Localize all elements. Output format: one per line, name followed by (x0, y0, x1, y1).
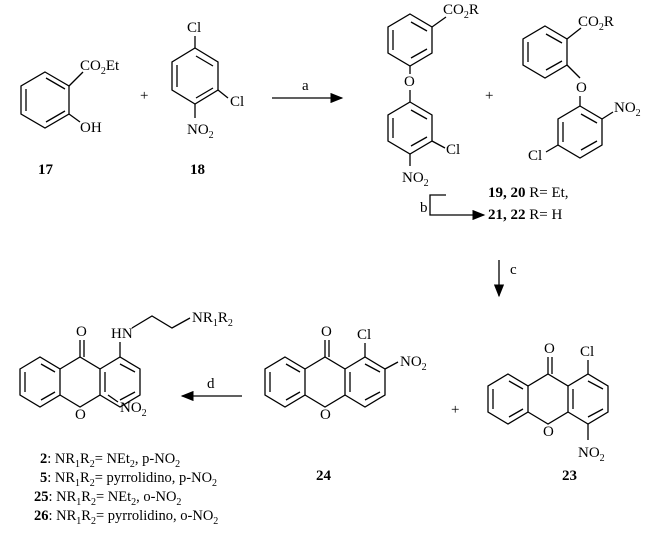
compound-number-18: 18 (190, 162, 205, 178)
product-aminoxanthone: O O HN NR1R2 NO2 (19, 310, 233, 423)
compound-24: O O Cl NO2 24 (264, 324, 427, 484)
ester-label-para: CO2R (443, 2, 479, 21)
compound-number-24: 24 (316, 468, 332, 484)
ring-oxygen-24: O (320, 407, 331, 423)
ether-ortho-nitro: CO2R O NO2 Cl (522, 14, 641, 164)
legend-line-25: 25: NR1R2= NEt2, o-NO2 (34, 489, 181, 508)
chloro-label-ortho: Cl (528, 148, 542, 164)
nitro-label-ortho: NO2 (614, 100, 641, 119)
compound-18: Cl Cl NO2 18 (171, 20, 244, 178)
chloro-label-top: Cl (187, 20, 201, 36)
compound-23: O O Cl NO2 23 (487, 341, 609, 484)
nitro-label-24: NO2 (400, 354, 427, 373)
carbonyl-oxygen-24: O (321, 324, 332, 340)
compound-number-23: 23 (562, 468, 577, 484)
legend-line-2: 2: NR1R2= NEt2, p-NO2 (40, 451, 180, 470)
nitro-label-18: NO2 (187, 122, 214, 141)
ether-oxygen-ortho: O (576, 80, 587, 96)
compound-17: CO2Et OH 17 (20, 58, 120, 178)
plus-sign-1: + (140, 88, 148, 104)
ester-label-ortho: CO2R (578, 14, 614, 33)
ring-oxygen-product: O (75, 407, 86, 423)
compound-number-17: 17 (38, 162, 54, 178)
nitro-label-product: NO2 (120, 400, 147, 419)
label-21-22: 21, 22 R= H (488, 207, 562, 223)
ring-oxygen-23: O (543, 424, 554, 440)
plus-sign-3: + (451, 402, 459, 418)
chloro-label-23: Cl (580, 344, 594, 360)
step-label-a: a (302, 78, 309, 94)
carbonyl-oxygen-product: O (76, 324, 87, 340)
chloro-label-24: Cl (357, 327, 371, 343)
carbonyl-oxygen-23: O (544, 341, 555, 357)
ether-oxygen-para: O (404, 74, 415, 90)
chloro-label-para: Cl (446, 142, 460, 158)
amine-label: NR1R2 (192, 310, 233, 329)
legend-line-5: 5: NR1R2= pyrrolidino, p-NO2 (40, 470, 217, 489)
step-label-d: d (207, 376, 215, 392)
hn-label: HN (111, 326, 133, 342)
hydroxyl-label: OH (80, 120, 102, 136)
label-19-20: 19, 20 R= Et, (488, 185, 569, 201)
legend-line-26: 26: NR1R2= pyrrolidino, o-NO2 (34, 508, 218, 527)
step-label-b: b (420, 200, 428, 216)
ester-label-17: CO2Et (80, 58, 120, 77)
step-label-c: c (510, 262, 517, 278)
reaction-arrow-b (429, 194, 486, 221)
ether-para-nitro: CO2R O Cl NO2 (387, 2, 479, 189)
product-legend: 2: NR1R2= NEt2, p-NO2 5: NR1R2= pyrrolid… (34, 451, 218, 527)
nitro-label-para: NO2 (402, 170, 429, 189)
chloro-label-right: Cl (230, 94, 244, 110)
plus-sign-2: + (485, 88, 493, 104)
nitro-label-23: NO2 (578, 445, 605, 464)
